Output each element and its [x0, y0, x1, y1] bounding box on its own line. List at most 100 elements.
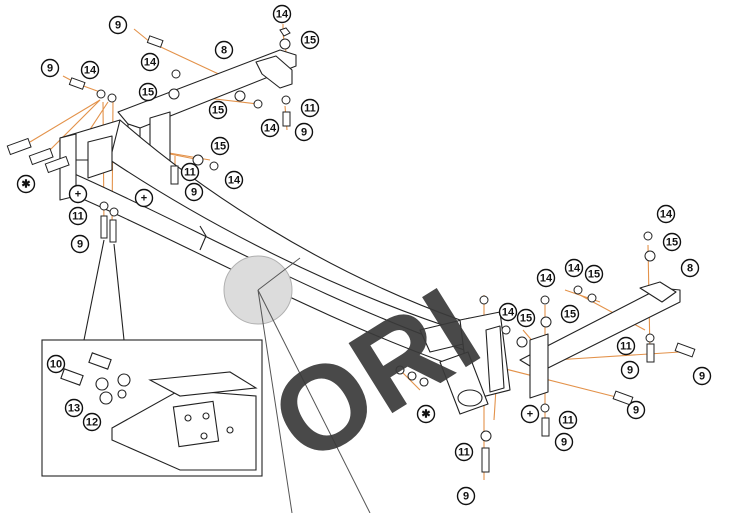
callout-number: 14 — [264, 123, 277, 135]
callout-number: 8 — [221, 45, 227, 57]
callout-c3: 15 — [300, 30, 320, 50]
callout-badge — [456, 486, 476, 506]
callout-badge — [498, 302, 518, 322]
callout-badge — [210, 136, 230, 156]
callout-c23: 13 — [64, 398, 84, 418]
callout-c26: 15 — [662, 232, 682, 252]
callout-badge — [138, 82, 158, 102]
callout-badge — [662, 232, 682, 252]
callout-badge — [558, 410, 578, 430]
callout-number: 9 — [301, 127, 307, 139]
callout-c20: 11 — [68, 206, 88, 226]
callout-number: 9 — [77, 239, 83, 251]
callout-c13: 15 — [210, 136, 230, 156]
callout-c28: 14 — [536, 268, 556, 288]
callout-number: 12 — [86, 417, 98, 429]
callout-c38: + — [520, 404, 540, 424]
callout-c19: + — [134, 188, 154, 208]
callout-badge — [520, 404, 540, 424]
callout-number: 15 — [304, 35, 316, 47]
callout-badge — [536, 268, 556, 288]
callout-badge — [516, 308, 536, 328]
callout-number: 9 — [191, 187, 197, 199]
callout-number: 15 — [564, 309, 576, 321]
callout-c31: 14 — [498, 302, 518, 322]
callout-number: 15 — [212, 105, 224, 117]
callout-number: 11 — [620, 341, 632, 353]
callout-number: 11 — [562, 415, 574, 427]
callout-badge — [560, 304, 580, 324]
callout-number: ✱ — [21, 179, 30, 191]
callout-c27: 8 — [680, 258, 700, 278]
callout-number: 15 — [214, 141, 226, 153]
callout-badge — [184, 182, 204, 202]
detail-inset-border — [41, 339, 263, 477]
callout-badge — [108, 15, 128, 35]
callout-c17: ✱ — [16, 174, 36, 194]
callout-badge — [16, 174, 36, 194]
callout-number: 14 — [144, 57, 157, 69]
detail-inset — [41, 239, 263, 477]
callout-number: 15 — [588, 269, 600, 281]
callout-number: 15 — [666, 237, 678, 249]
callout-badge — [214, 40, 234, 60]
callout-badge — [294, 122, 314, 142]
callout-c29: 14 — [564, 258, 584, 278]
callout-number: ✱ — [421, 409, 430, 421]
callout-c11: 11 — [300, 98, 320, 118]
callout-c43: 9 — [626, 400, 646, 420]
callout-c5: 9 — [40, 58, 60, 78]
callout-number: 8 — [687, 263, 693, 275]
callout-badge — [272, 4, 292, 24]
callout-badge — [692, 366, 712, 386]
callout-number: 14 — [228, 175, 241, 187]
callout-c32: 15 — [516, 308, 536, 328]
callout-badge — [680, 258, 700, 278]
callout-badge — [416, 404, 436, 424]
callout-number: 9 — [47, 63, 53, 75]
callout-c7: 14 — [140, 52, 160, 72]
callout-badge — [208, 100, 228, 120]
callout-badge — [300, 30, 320, 50]
callout-c14: 14 — [224, 170, 244, 190]
callout-c8: 15 — [138, 82, 158, 102]
callout-c18: + — [68, 184, 88, 204]
callout-c6: 14 — [80, 60, 100, 80]
callout-c22: 10 — [46, 354, 66, 374]
callout-c4: 8 — [214, 40, 234, 60]
callout-c34: 11 — [616, 336, 636, 356]
callout-c25: 14 — [656, 204, 676, 224]
callout-badge — [180, 162, 200, 182]
callout-number: 13 — [68, 403, 80, 415]
callout-c39: 11 — [558, 410, 578, 430]
hardware-bolts — [6, 27, 696, 473]
callout-badge — [454, 442, 474, 462]
callout-number: + — [527, 409, 533, 421]
callout-badge — [68, 184, 88, 204]
callout-number: 11 — [304, 103, 316, 115]
callout-c40: 9 — [554, 432, 574, 452]
callout-number: 9 — [699, 371, 705, 383]
callout-number: 11 — [72, 211, 84, 223]
callout-number: 9 — [561, 437, 567, 449]
callout-number: 11 — [184, 167, 196, 179]
callout-number: 14 — [540, 273, 553, 285]
callout-c33: 15 — [560, 304, 580, 324]
callout-number: 14 — [502, 307, 515, 319]
callout-badge — [224, 170, 244, 190]
callout-badge — [616, 336, 636, 356]
callout-c37: ✱ — [416, 404, 436, 424]
callout-number: 9 — [627, 365, 633, 377]
callout-number: + — [141, 193, 147, 205]
callout-number: 9 — [463, 491, 469, 503]
callout-badge — [70, 234, 90, 254]
callout-badge — [626, 400, 646, 420]
callout-c12: 9 — [294, 122, 314, 142]
callout-c30: 15 — [584, 264, 604, 284]
callout-badge — [260, 118, 280, 138]
callout-number: 14 — [660, 209, 673, 221]
callout-c35: 9 — [620, 360, 640, 380]
